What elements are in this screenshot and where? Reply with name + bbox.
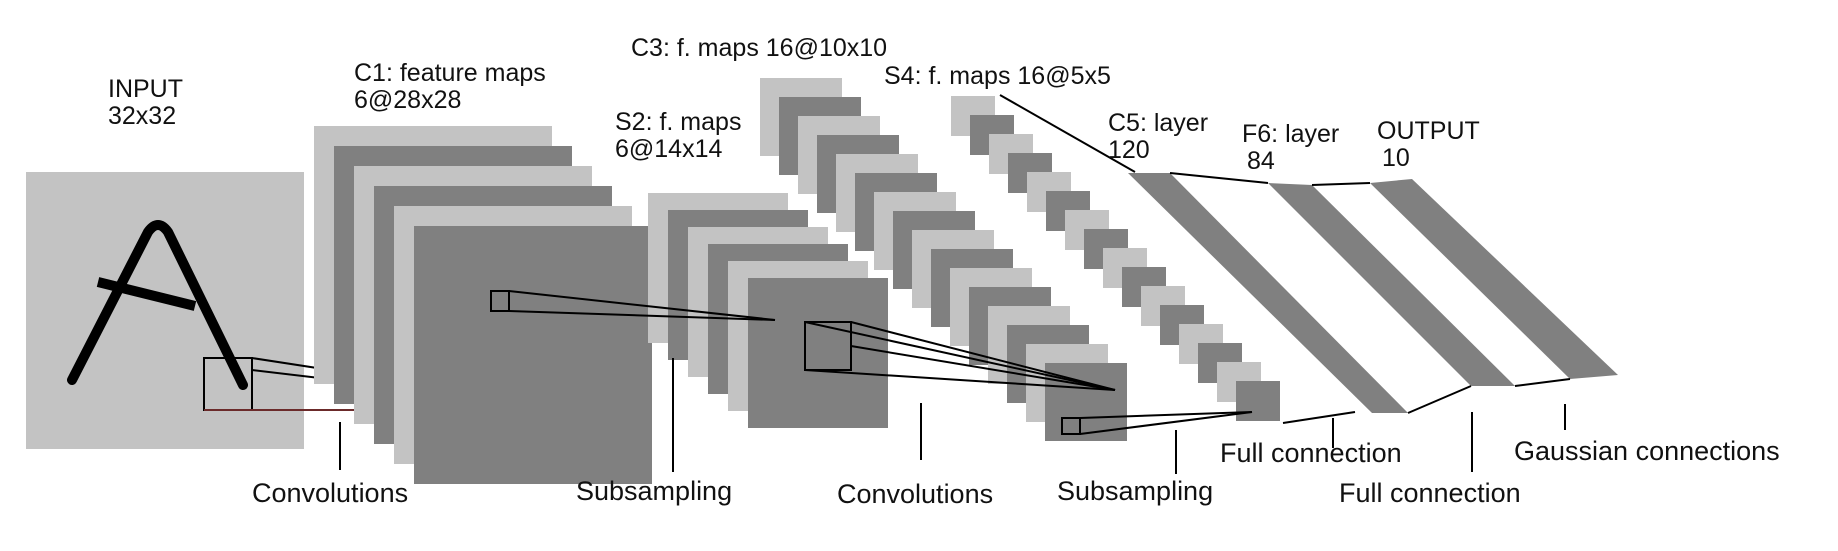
output-layer <box>1370 179 1618 379</box>
s2-size-label: 6@14x14 <box>615 135 722 163</box>
s2-map-6 <box>748 278 888 428</box>
s2-label: S2: f. maps <box>615 108 741 136</box>
c3-to-s4-projection-top <box>1079 411 1253 419</box>
input-letter-a-glyph <box>67 220 248 390</box>
s2-to-c3-proj-a <box>804 321 1116 391</box>
output-layer-bar <box>1370 179 1618 379</box>
input-plane <box>26 172 304 449</box>
f6-label: F6: layer <box>1242 120 1339 148</box>
f6-to-output-top-edge <box>1311 182 1371 186</box>
s2-to-c3-connections <box>804 321 1116 391</box>
c1-to-s2-connections <box>490 290 776 321</box>
input-letter-a-crossbar <box>96 277 197 311</box>
c5-to-f6-bottom-edge <box>1407 385 1472 414</box>
f6-size-label: 84 <box>1247 147 1275 175</box>
c3-to-s4-projection-bottom <box>1079 411 1253 435</box>
input-size-label: 32x32 <box>108 102 176 130</box>
c1-label: C1: feature maps <box>354 59 546 87</box>
s4-label: S4: f. maps 16@5x5 <box>884 62 1111 90</box>
c5-layer-bar <box>1128 173 1408 413</box>
c1-receptive-field <box>490 290 510 312</box>
c1-size-label: 6@28x28 <box>354 86 461 114</box>
c5-label: C5: layer <box>1108 109 1208 137</box>
fc-connection-lines <box>1169 172 1571 414</box>
s4-to-c5-connections <box>999 94 1356 424</box>
s4-to-c5-top-edge <box>999 94 1136 173</box>
input-layer <box>26 172 591 449</box>
s4-to-c5-bottom-edge <box>1282 411 1356 424</box>
caption-full-connection-2: Full connection <box>1339 478 1521 508</box>
input-label: INPUT <box>108 75 183 103</box>
c3-label: C3: f. maps 16@10x10 <box>631 34 887 62</box>
s4-map-16 <box>1236 381 1280 421</box>
s2-to-c3-proj-c <box>850 345 1116 391</box>
s2-to-c3-proj-b <box>850 321 1116 391</box>
caption-convolutions-1: Convolutions <box>252 478 408 508</box>
operation-ticks <box>339 358 1566 474</box>
c1-to-s2-projection-top <box>508 290 776 321</box>
caption-gaussian-connections: Gaussian connections <box>1514 436 1780 466</box>
c5-size-label: 120 <box>1108 136 1150 164</box>
c1-feature-maps <box>314 126 652 484</box>
c5-to-f6-top-edge <box>1169 172 1269 184</box>
c3-to-s4-connections <box>1061 411 1253 435</box>
caption-subsampling-2: Subsampling <box>1057 476 1213 506</box>
c3-receptive-field <box>1061 417 1081 435</box>
c1-map-6 <box>414 226 652 484</box>
f6-to-output-bottom-edge <box>1514 378 1571 387</box>
output-label: OUTPUT <box>1377 117 1480 145</box>
s2-to-c3-proj-d <box>804 369 1116 391</box>
c5-layer <box>1128 173 1408 413</box>
caption-subsampling-1: Subsampling <box>576 476 732 506</box>
f6-layer <box>1268 183 1515 386</box>
s4-feature-maps <box>951 96 1280 421</box>
f6-layer-bar <box>1268 183 1515 386</box>
caption-full-connection-1: Full connection <box>1220 438 1402 468</box>
c1-to-s2-projection-bottom <box>508 310 776 321</box>
caption-convolutions-2: Convolutions <box>837 479 993 509</box>
output-size-label: 10 <box>1382 144 1410 172</box>
